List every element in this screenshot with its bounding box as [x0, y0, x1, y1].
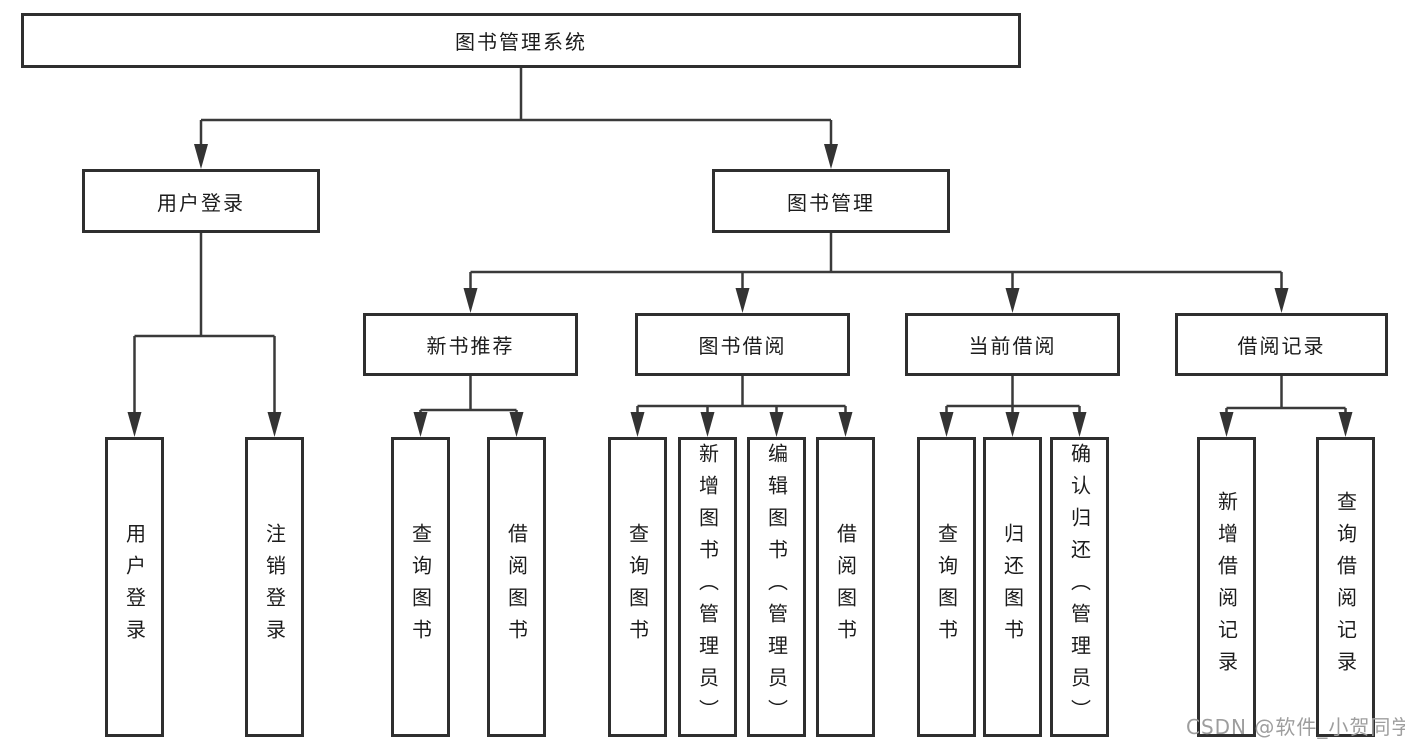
- node-user-login-label: 用户登录: [157, 190, 245, 215]
- leaf-add-books-admin-label: 新增图书（管理员）: [695, 443, 720, 731]
- leaf-borrow-books-label: 借阅图书: [833, 523, 858, 651]
- node-new-book-recommend-label: 新书推荐: [426, 334, 515, 358]
- leaf-edit-books-admin: 编辑图书（管理员）: [747, 437, 806, 737]
- arrowhead: [509, 412, 524, 437]
- leaf-confirm-return-admin: 确认归还（管理员）: [1050, 437, 1109, 737]
- node-root: 图书管理系统: [21, 13, 1021, 68]
- leaf-logout-label: 注销登录: [262, 523, 287, 651]
- leaf-borrow-books: 借阅图书: [816, 437, 875, 737]
- leaf-borrow-books-recommend-label: 借阅图书: [504, 523, 529, 651]
- node-borrow-records-label: 借阅记录: [1237, 334, 1326, 358]
- arrowhead: [413, 412, 428, 437]
- arrowhead: [630, 412, 645, 437]
- connector-user-login-branch: [127, 233, 282, 437]
- node-borrow-records: 借阅记录: [1175, 313, 1388, 376]
- arrowhead: [1072, 412, 1087, 437]
- leaf-user-login: 用户登录: [105, 437, 164, 737]
- connector-borrow-records-branch: [1219, 376, 1353, 437]
- leaf-query-borrow-record-label: 查询借阅记录: [1333, 491, 1358, 683]
- arrowhead: [267, 412, 282, 437]
- leaf-add-borrow-record-label: 新增借阅记录: [1214, 491, 1239, 683]
- node-book-borrow-label: 图书借阅: [698, 334, 787, 358]
- arrowhead: [1274, 288, 1289, 313]
- arrowhead: [1338, 412, 1353, 437]
- connector-new-book-branch: [413, 376, 524, 437]
- csdn-watermark: CSDN @软件_小贺同学: [1186, 715, 1405, 739]
- connector-root-to-level2: [194, 68, 838, 169]
- leaf-user-login-label: 用户登录: [122, 523, 147, 651]
- connector-book-management-branch: [463, 233, 1289, 313]
- arrowhead: [769, 412, 784, 437]
- leaf-query-books-current: 查询图书: [917, 437, 976, 737]
- arrowhead: [463, 288, 478, 313]
- connector-current-borrow-branch: [939, 376, 1087, 437]
- node-current-borrow-label: 当前借阅: [968, 334, 1057, 358]
- leaf-query-books-borrow-label: 查询图书: [625, 523, 650, 651]
- leaf-edit-books-admin-label: 编辑图书（管理员）: [764, 443, 789, 731]
- arrowhead: [824, 144, 838, 169]
- node-root-label: 图书管理系统: [455, 30, 587, 54]
- leaf-query-books-borrow: 查询图书: [608, 437, 667, 737]
- leaf-return-books: 归还图书: [983, 437, 1042, 737]
- leaf-confirm-return-admin-label: 确认归还（管理员）: [1067, 443, 1092, 731]
- node-book-borrow: 图书借阅: [635, 313, 850, 376]
- leaf-return-books-label: 归还图书: [1000, 523, 1025, 651]
- node-new-book-recommend: 新书推荐: [363, 313, 578, 376]
- arrowhead: [735, 288, 750, 313]
- arrowhead: [838, 412, 853, 437]
- arrowhead: [939, 412, 954, 437]
- node-user-login: 用户登录: [82, 169, 320, 233]
- arrowhead: [1005, 288, 1020, 313]
- arrowhead: [700, 412, 715, 437]
- leaf-add-borrow-record: 新增借阅记录: [1197, 437, 1256, 737]
- connector-book-borrow-branch: [630, 376, 853, 437]
- leaf-logout: 注销登录: [245, 437, 304, 737]
- leaf-add-books-admin: 新增图书（管理员）: [678, 437, 737, 737]
- node-book-management: 图书管理: [712, 169, 950, 233]
- node-current-borrow: 当前借阅: [905, 313, 1120, 376]
- node-book-management-label: 图书管理: [787, 190, 875, 215]
- arrowhead: [1219, 412, 1234, 437]
- arrowhead: [1005, 412, 1020, 437]
- leaf-query-books-recommend-label: 查询图书: [408, 523, 433, 651]
- arrowhead: [127, 412, 142, 437]
- leaf-query-books-current-label: 查询图书: [934, 523, 959, 651]
- arrowhead: [194, 144, 208, 169]
- leaf-borrow-books-recommend: 借阅图书: [487, 437, 546, 737]
- leaf-query-books-recommend: 查询图书: [391, 437, 450, 737]
- leaf-query-borrow-record: 查询借阅记录: [1316, 437, 1375, 737]
